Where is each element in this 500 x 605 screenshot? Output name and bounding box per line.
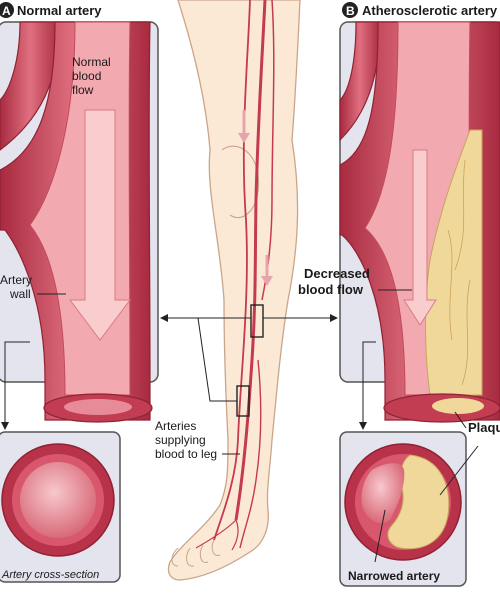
leg-flow-arrow-2-head [261, 276, 273, 286]
decreased-flow-label-1: Decreased [304, 266, 370, 281]
leader-lower-box [197, 317, 237, 402]
cross-section-label: Artery cross-section [1, 569, 99, 581]
panel-normal-artery: A Normal artery Normal blood flow Artery… [0, 2, 159, 583]
decreased-flow-arrow [403, 149, 437, 326]
panel-a-letter-badge [0, 2, 14, 18]
toes-contour [171, 539, 221, 567]
leg-outline [167, 0, 301, 581]
panel-b-letter: B [346, 4, 355, 18]
panel-atherosclerotic-artery: B Atherosclerotic artery Decreased blood… [298, 2, 500, 587]
normal-cross-section-lumen [20, 462, 96, 538]
plaque-leader [454, 411, 467, 429]
leg-artery-main [234, 0, 267, 521]
normal-flow-label-3: flow [72, 83, 94, 97]
normal-flow-label-2: blood [72, 69, 101, 83]
leg-artery-branch-4 [195, 519, 239, 551]
arteries-label-3: blood to leg [155, 447, 217, 461]
arteries-label-1: Arteries [155, 419, 196, 433]
normal-flow-arrow [69, 109, 131, 341]
panel-a-letter: A [2, 4, 11, 18]
leader-to-panel-b-head [330, 314, 338, 322]
leg-artery-branch-3 [239, 359, 262, 549]
normal-artery-cut-lumen [64, 399, 132, 415]
narrowed-artery-leader [374, 509, 386, 563]
normal-cross-section-leader [4, 341, 30, 425]
panel-b-letter-badge [342, 2, 358, 18]
normal-flow-label-1: Normal [72, 55, 111, 69]
normal-cross-section-leader-head [1, 422, 9, 430]
diseased-cross-section-leader-head [359, 422, 367, 430]
panel-b-title: Atherosclerotic artery [362, 3, 498, 18]
diseased-artery-cut-plaque [432, 398, 484, 414]
diseased-cross-section-leader [362, 341, 376, 425]
leader-to-panel-a-head [160, 314, 168, 322]
plaque-label: Plaque [468, 420, 500, 435]
diseased-cross-section-lumen [361, 463, 405, 524]
plaque-cross-section-leader [439, 445, 479, 496]
arteries-label-2: supplying [155, 433, 206, 447]
leg-artery-branch-1 [213, 0, 251, 541]
leg-flow-arrow-1-head [238, 133, 250, 143]
plaque-deposit [425, 129, 483, 396]
artery-wall-label-2: wall [9, 287, 31, 301]
artery-wall-label-1: Artery [0, 273, 32, 287]
plaque-texture [447, 159, 471, 386]
panel-a-title: Normal artery [17, 3, 102, 18]
decreased-flow-label-2: blood flow [298, 282, 364, 297]
narrowed-artery-label: Narrowed artery [348, 569, 440, 583]
leg-illustration: Arteries supplying blood to leg [155, 0, 338, 581]
leg-zoom-box-upper [250, 304, 264, 338]
